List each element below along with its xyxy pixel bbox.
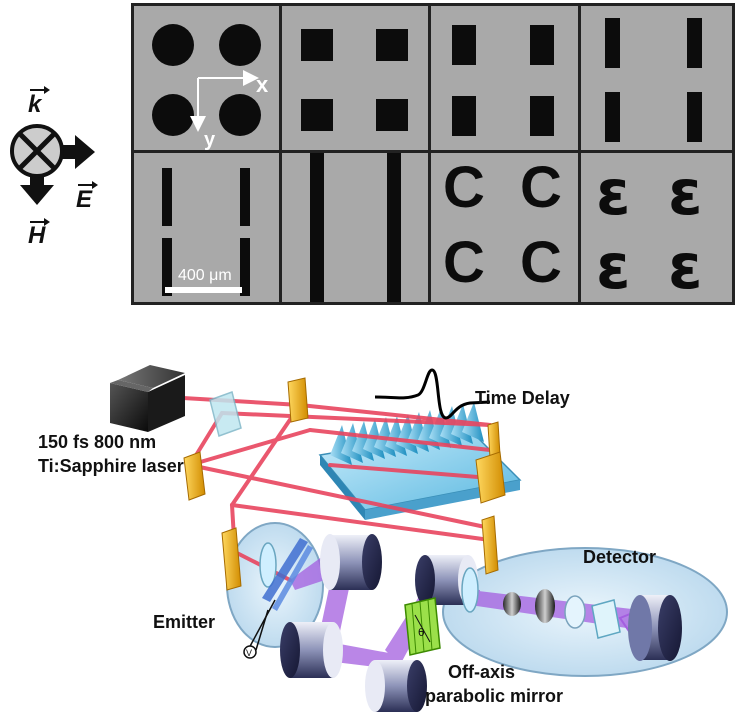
sem-cell-circles: x y <box>134 6 279 151</box>
emitter-plates <box>262 538 308 602</box>
sem-cell-c-shapes: C C C C <box>431 153 578 302</box>
sem-cell-epsilon-shapes: ε ε ε ε <box>581 153 732 303</box>
optical-beam-paths <box>181 396 492 582</box>
mirror <box>287 377 309 423</box>
mirror <box>221 527 242 591</box>
mirrors <box>183 377 506 591</box>
emitter-device: V <box>243 538 313 659</box>
mirror <box>475 451 506 504</box>
sem-cell-squares <box>282 6 428 150</box>
e-field-label: E <box>76 186 93 213</box>
laser-label-line2: Ti:Sapphire laser <box>38 456 184 476</box>
c-shape: C <box>443 230 485 295</box>
parabolic-mirror <box>280 622 343 678</box>
sem-cell-narrow-rects <box>581 6 732 150</box>
thz-setup-diagram: 150 fs 800 nm Ti:Sapphire laser Time Del… <box>38 365 728 712</box>
laser-source <box>110 365 185 432</box>
beam-splitter <box>209 391 242 437</box>
mirror <box>183 451 206 501</box>
detector-element <box>503 592 521 616</box>
wollaston-prism <box>591 599 621 639</box>
voltage-source <box>243 645 257 659</box>
laser-label-line1: 150 fs 800 nm <box>38 432 156 452</box>
k-arrowhead <box>44 86 50 94</box>
axis-x-label: x <box>256 72 269 97</box>
h-field-label: H <box>28 222 46 249</box>
sem-sample-grid: x y <box>131 3 735 305</box>
detector-element <box>564 595 586 629</box>
sem-cell-long-slits: 400 μm <box>134 153 279 302</box>
mirror-label-line1: Off-axis <box>448 662 515 682</box>
sem-cell-continuous-strips <box>282 153 428 302</box>
detector-optics <box>461 567 682 661</box>
c-shape: C <box>520 155 562 220</box>
scale-bar: 400 μm <box>165 267 242 293</box>
epsilon-shape: ε <box>668 230 703 303</box>
theta-label: θ <box>418 626 425 639</box>
emitter-lens <box>259 542 277 588</box>
epsilon-shape: ε <box>596 230 631 303</box>
emitter-label: Emitter <box>153 612 215 632</box>
parabolic-mirror <box>365 660 427 712</box>
sample-holder: θ <box>404 597 441 656</box>
c-shape: C <box>443 155 485 220</box>
polarization-key: k E H <box>10 86 98 249</box>
epsilon-shape: ε <box>668 156 703 229</box>
detector-lens <box>461 567 479 613</box>
detector-label: Detector <box>583 547 656 567</box>
e-field-arrow <box>55 135 95 169</box>
sample-axes: x y <box>190 70 269 151</box>
epsilon-shape: ε <box>596 156 631 229</box>
axis-y-label: y <box>204 129 216 151</box>
time-delay-label: Time Delay <box>475 388 570 408</box>
emitter-wire <box>247 599 276 651</box>
detector-element <box>535 589 555 623</box>
scale-bar-label: 400 μm <box>178 267 232 284</box>
sem-cell-tall-rects <box>431 6 578 150</box>
photodiode <box>628 595 682 661</box>
c-shape: C <box>520 230 562 295</box>
voltage-label: V <box>246 648 252 658</box>
mirror-label-line2: parabolic mirror <box>425 686 563 706</box>
mirror <box>481 515 499 575</box>
parabolic-mirror <box>320 534 382 590</box>
h-field-arrow <box>20 165 54 205</box>
k-vector-label: k <box>28 91 43 118</box>
thz-pulse-waveform <box>374 368 491 420</box>
